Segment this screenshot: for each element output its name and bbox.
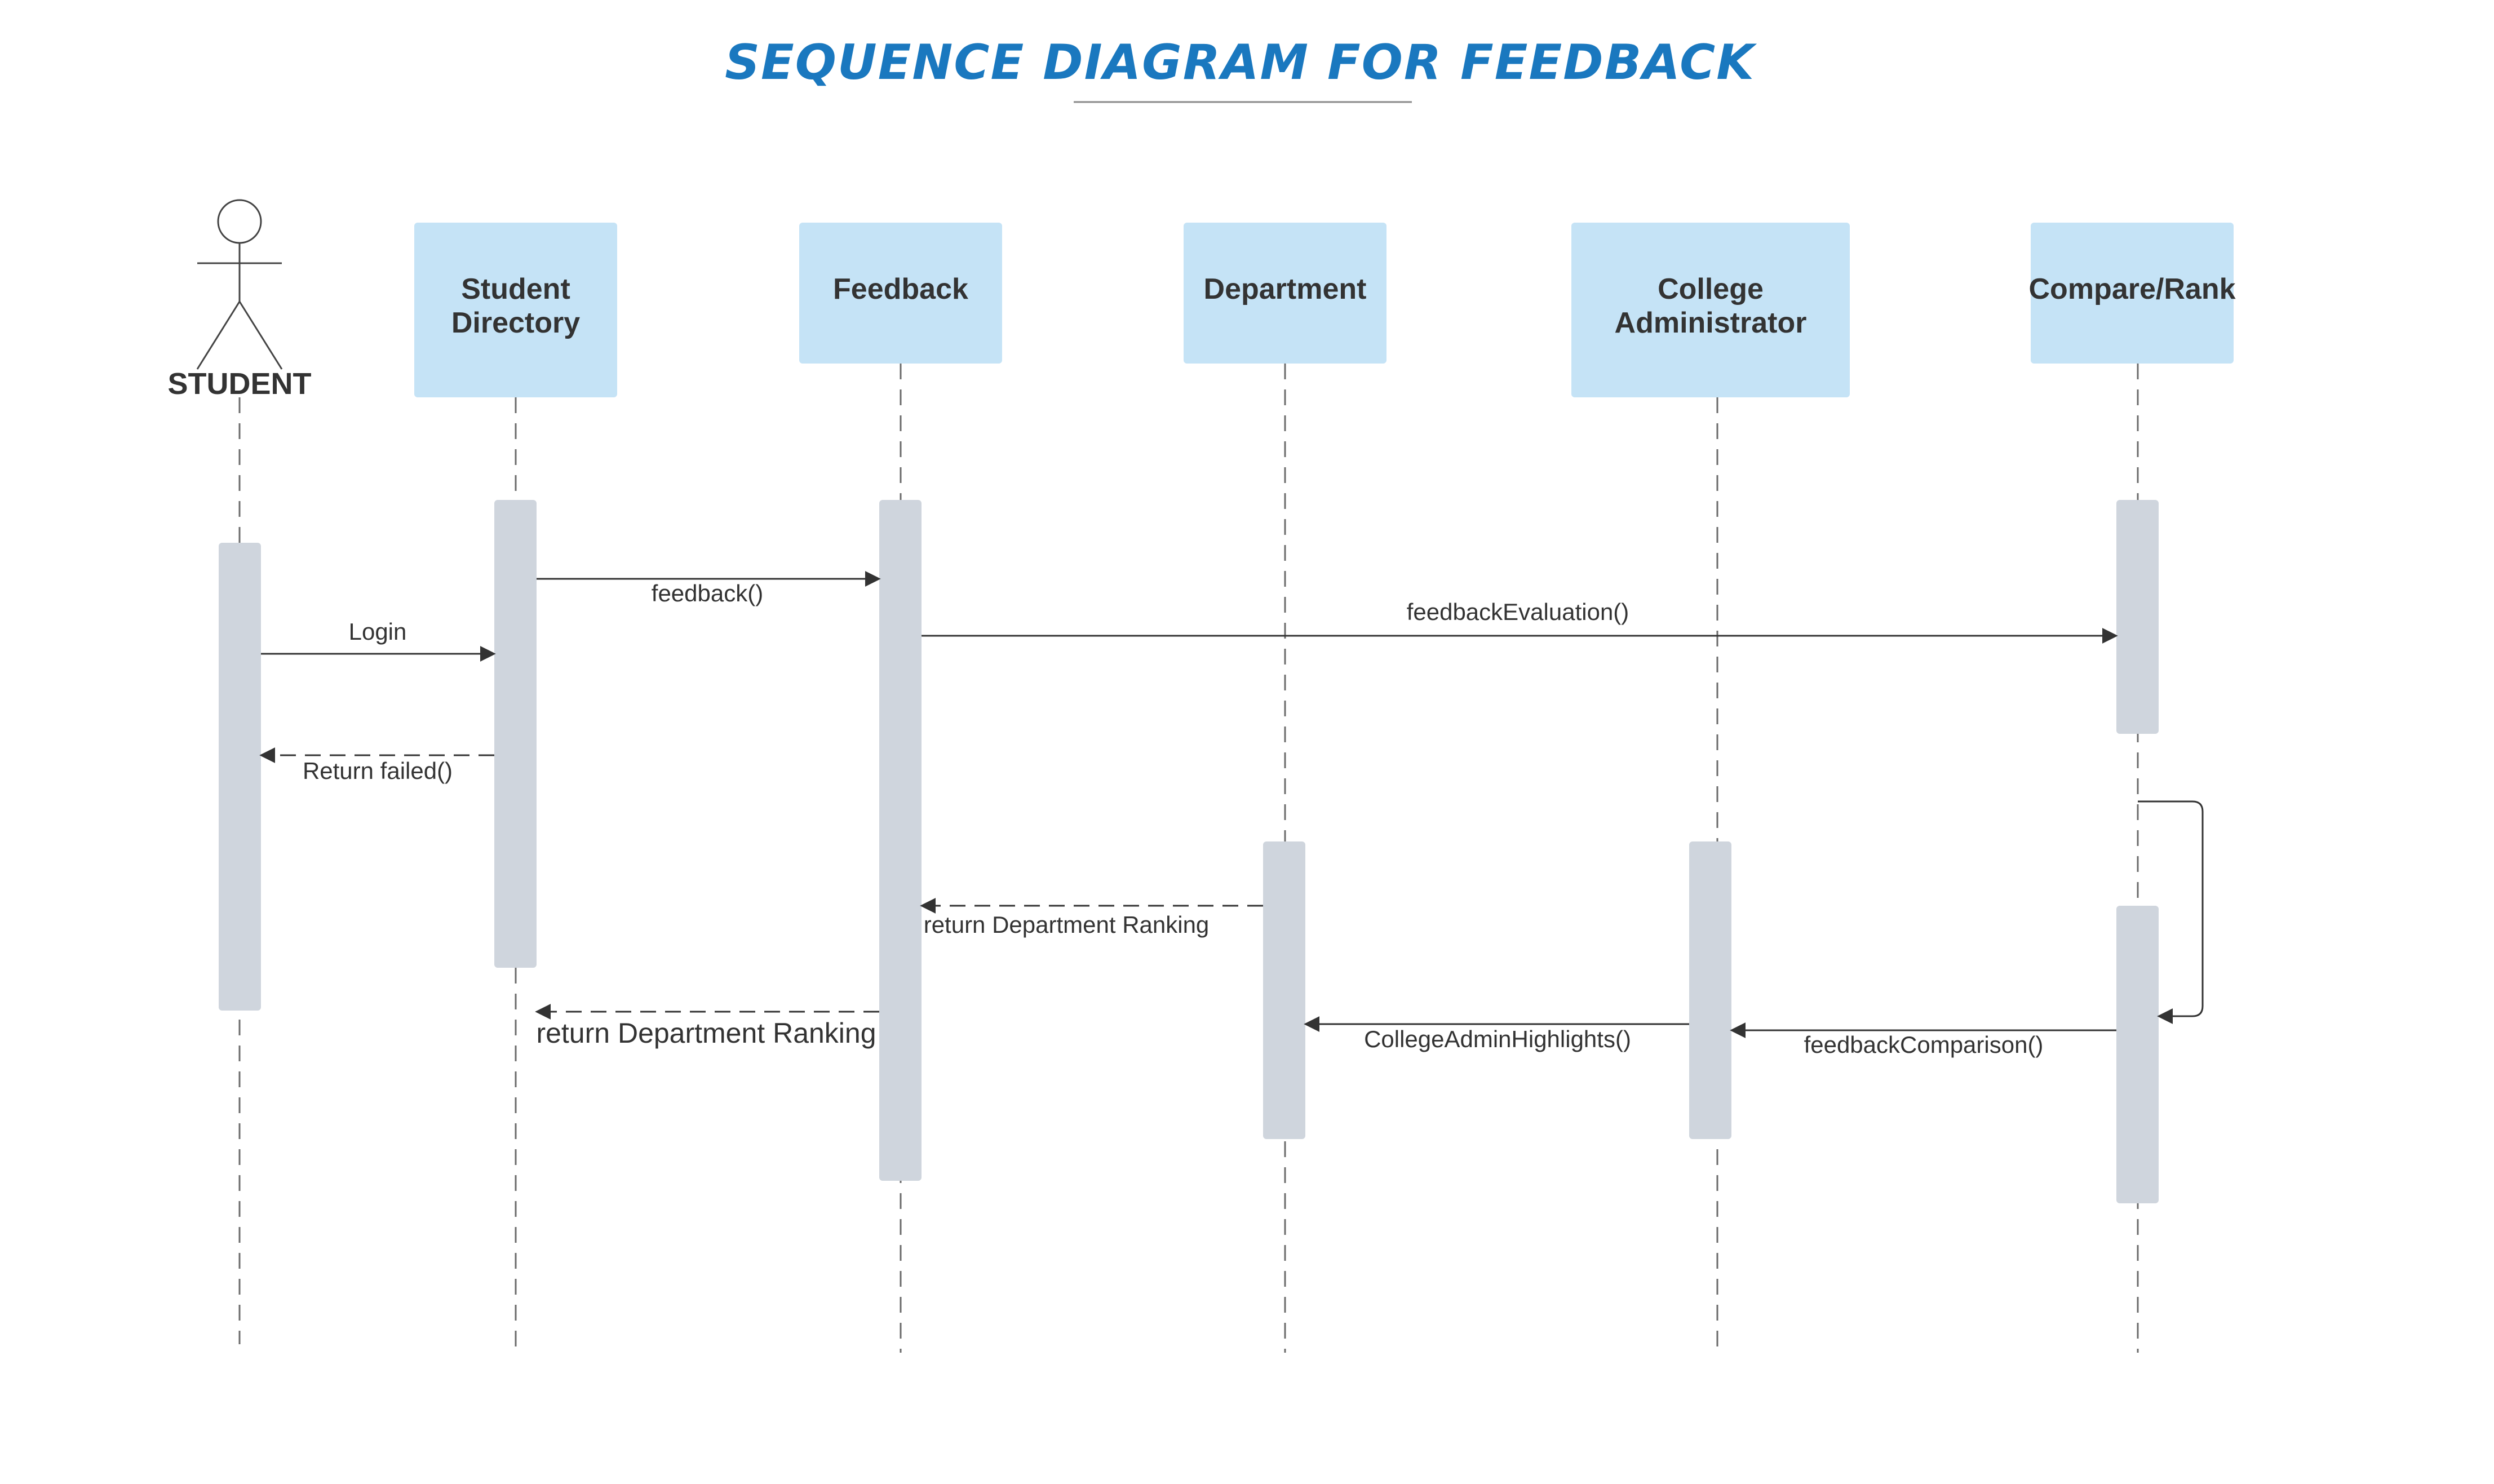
message-feedback-comparison[interactable]: feedbackComparison() [1730,1022,2116,1058]
message-label: Return failed() [303,757,453,784]
activation-feedback [879,500,922,1181]
self-call-arrow [2138,800,2204,1024]
activation-compare-rank-2 [2116,906,2159,1203]
participant-compare-rank[interactable]: Compare/Rank [2029,223,2236,364]
message-feedback[interactable]: feedback() [537,571,881,606]
activation-student-directory [494,500,537,968]
diagram-title: SEQUENCE DIAGRAM FOR FEEDBACK [725,34,1757,91]
activation-department [1263,841,1305,1139]
message-label: feedback() [652,580,763,606]
student-actor[interactable]: STUDENT [168,199,312,401]
message-self-call-compare-rank[interactable] [2138,800,2204,1024]
participant-department[interactable]: Department [1184,223,1386,364]
activation-student [219,543,261,1011]
participant-label: Department [1204,273,1367,305]
message-label: feedbackComparison() [1804,1031,2044,1058]
message-login[interactable]: Login [261,618,496,662]
activation-college-administrator [1689,841,1731,1139]
message-label: Login [349,618,407,645]
message-label: feedbackEvaluation() [1407,599,1629,625]
message-feedback-evaluation[interactable]: feedbackEvaluation() [922,599,2118,644]
message-label: return Department Ranking [924,911,1210,938]
actor-label: STUDENT [168,367,312,401]
participant-label-line1: College [1658,273,1764,305]
participant-label: Compare/Rank [2029,273,2236,305]
activation-compare-rank-1 [2116,500,2159,734]
message-label: return Department Ranking [536,1017,876,1049]
participant-student-directory[interactable]: Student Directory [414,223,617,397]
participant-label-line1: Student [461,273,570,305]
stick-figure-icon [196,199,283,370]
participant-label-line2: Administrator [1615,307,1807,339]
participant-college-administrator[interactable]: College Administrator [1571,223,1850,397]
message-return-failed[interactable]: Return failed() [259,747,494,784]
message-return-department-ranking-2[interactable]: return Department Ranking [535,1004,879,1049]
participant-label: Feedback [833,273,968,305]
participant-feedback[interactable]: Feedback [799,223,1002,364]
message-label: CollegeAdminHighlights() [1364,1026,1631,1052]
message-college-admin-highlights[interactable]: CollegeAdminHighlights() [1304,1016,1689,1052]
message-return-department-ranking-1[interactable]: return Department Ranking [920,898,1263,938]
participant-label-line2: Directory [451,307,580,339]
